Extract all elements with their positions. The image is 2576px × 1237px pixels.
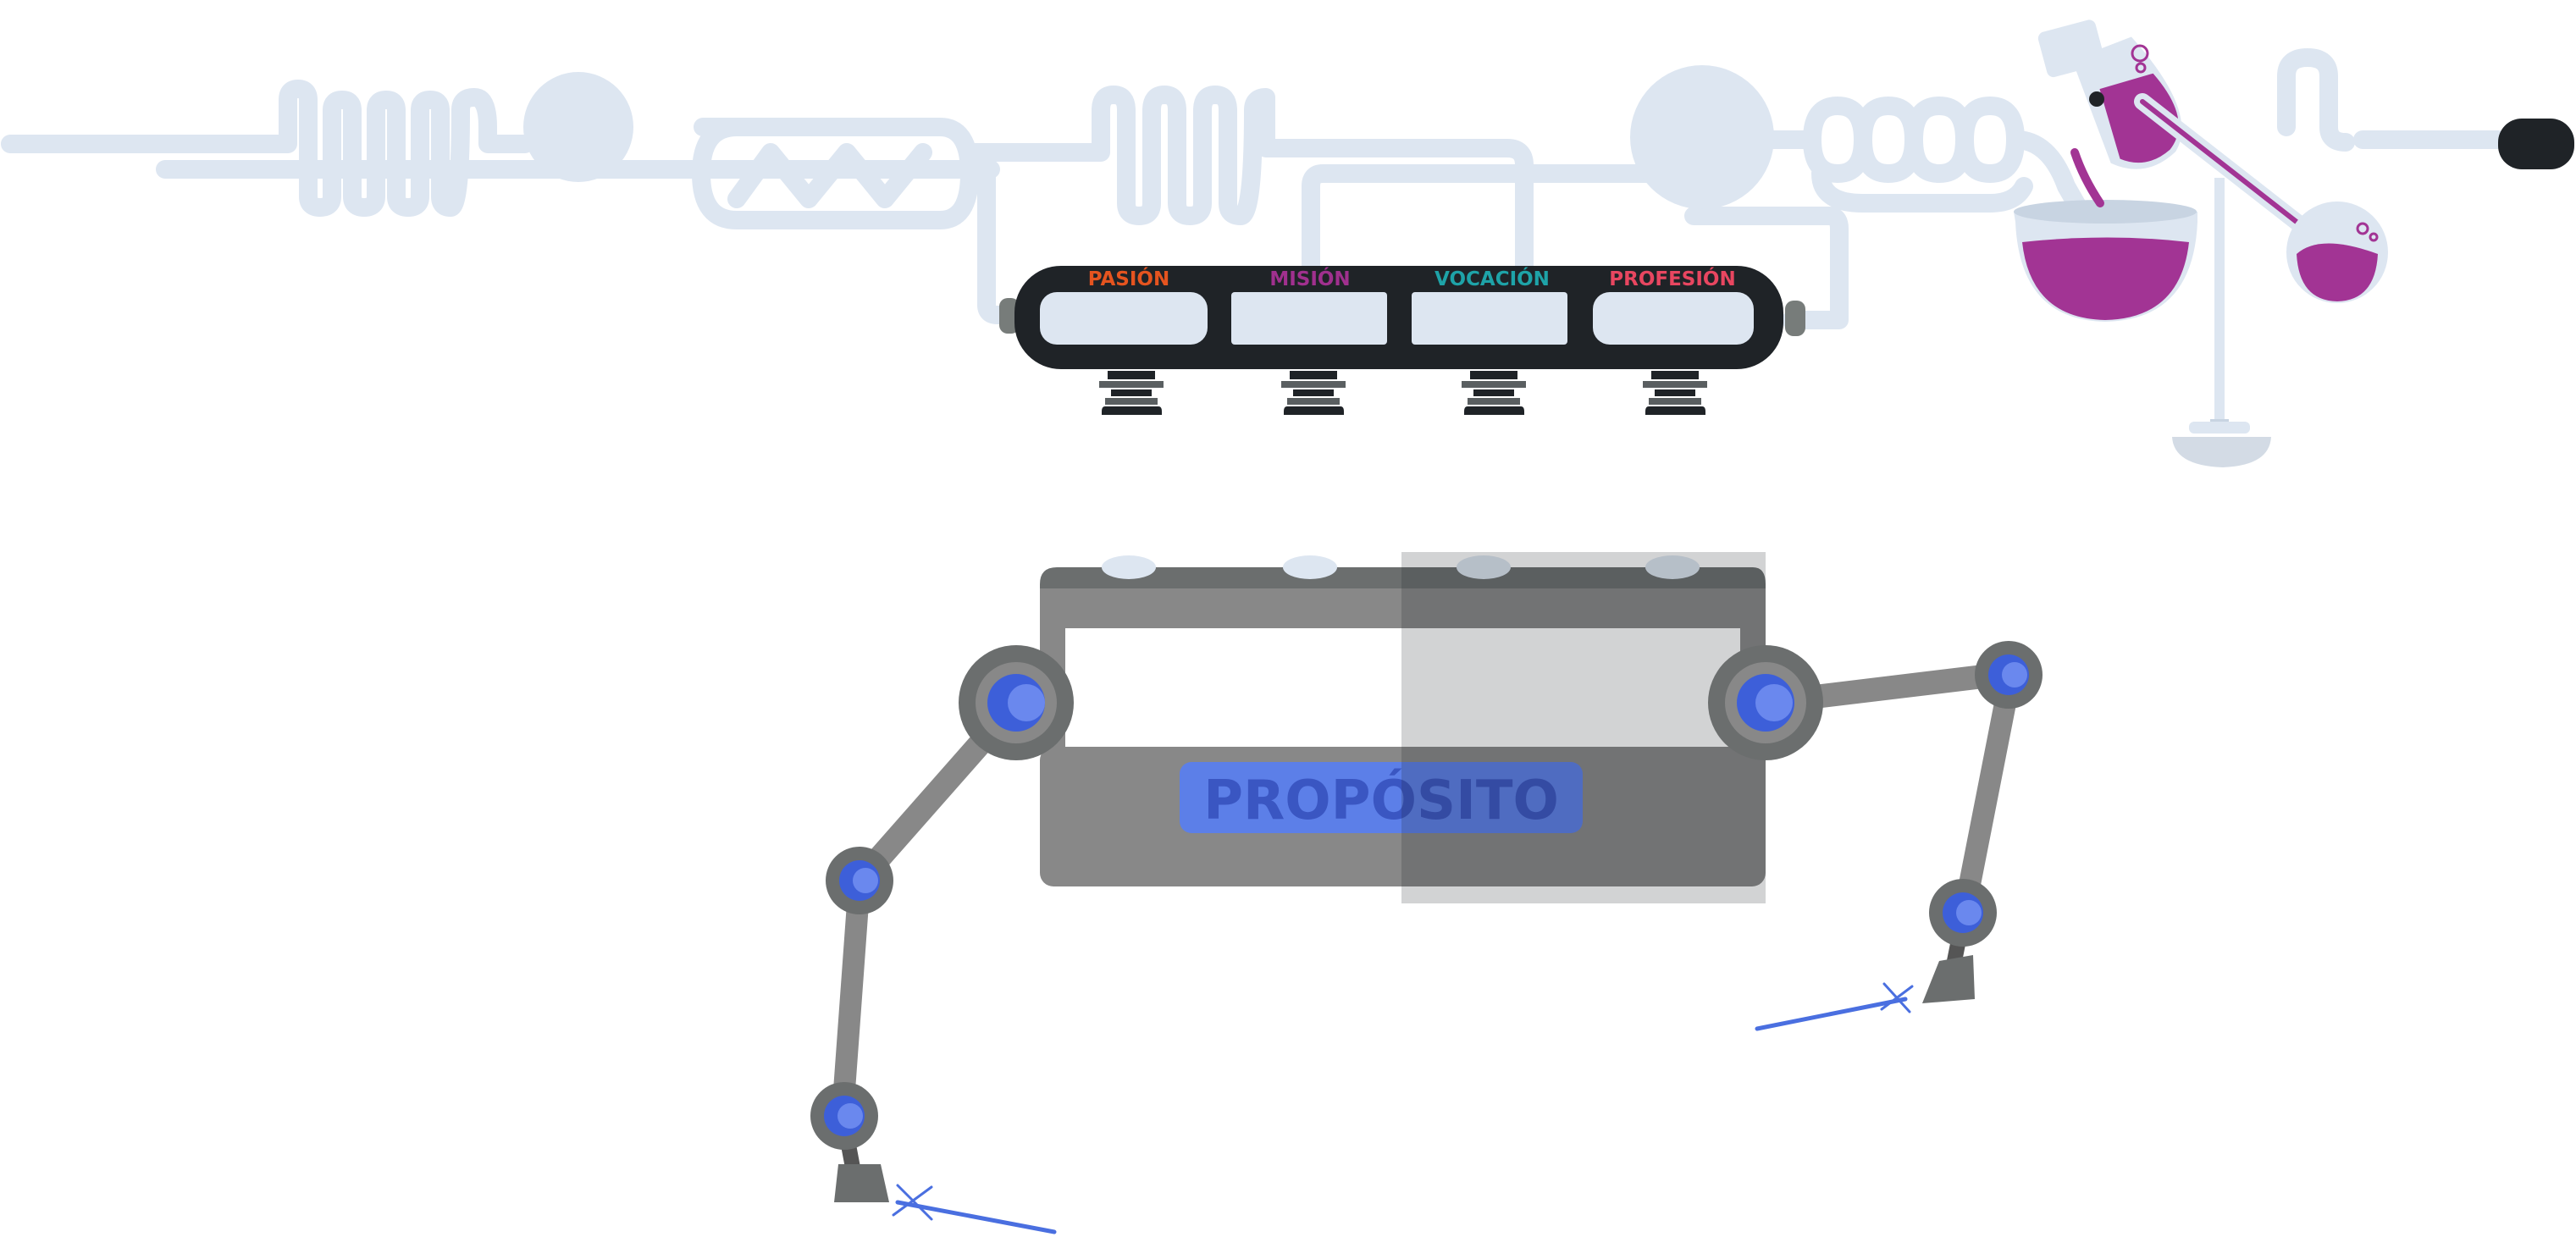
dispenser-2 <box>1281 371 1346 415</box>
label-mision: MISIÓN <box>1269 267 1350 290</box>
label-rail: PASIÓN MISIÓN VOCACIÓN PROFESIÓN <box>999 266 1805 415</box>
flask-icon <box>2014 19 2574 467</box>
slot-pasion <box>1040 292 1208 345</box>
dispenser-1 <box>1099 371 1164 415</box>
slot-mision <box>1231 292 1387 345</box>
tube-bulbs <box>523 65 1774 209</box>
dispenser-4 <box>1643 371 1707 415</box>
machine-body: PROPÓSITO <box>1040 552 1766 903</box>
laser-icon <box>892 982 1914 1234</box>
slot-profesion <box>1593 292 1754 345</box>
dispenser-3 <box>1462 371 1526 415</box>
robot-arm-icon <box>810 641 2043 1202</box>
left-robot-arm <box>810 645 1074 1202</box>
right-robot-arm <box>1708 641 2043 1003</box>
tube-network-icon <box>1 48 2507 329</box>
label-vocacion: VOCACIÓN <box>1434 267 1550 290</box>
slot-vocacion <box>1412 292 1567 345</box>
label-profesion: PROFESIÓN <box>1609 267 1735 290</box>
label-pasion: PASIÓN <box>1088 267 1169 290</box>
label-proposito: PROPÓSITO <box>1203 768 1559 832</box>
